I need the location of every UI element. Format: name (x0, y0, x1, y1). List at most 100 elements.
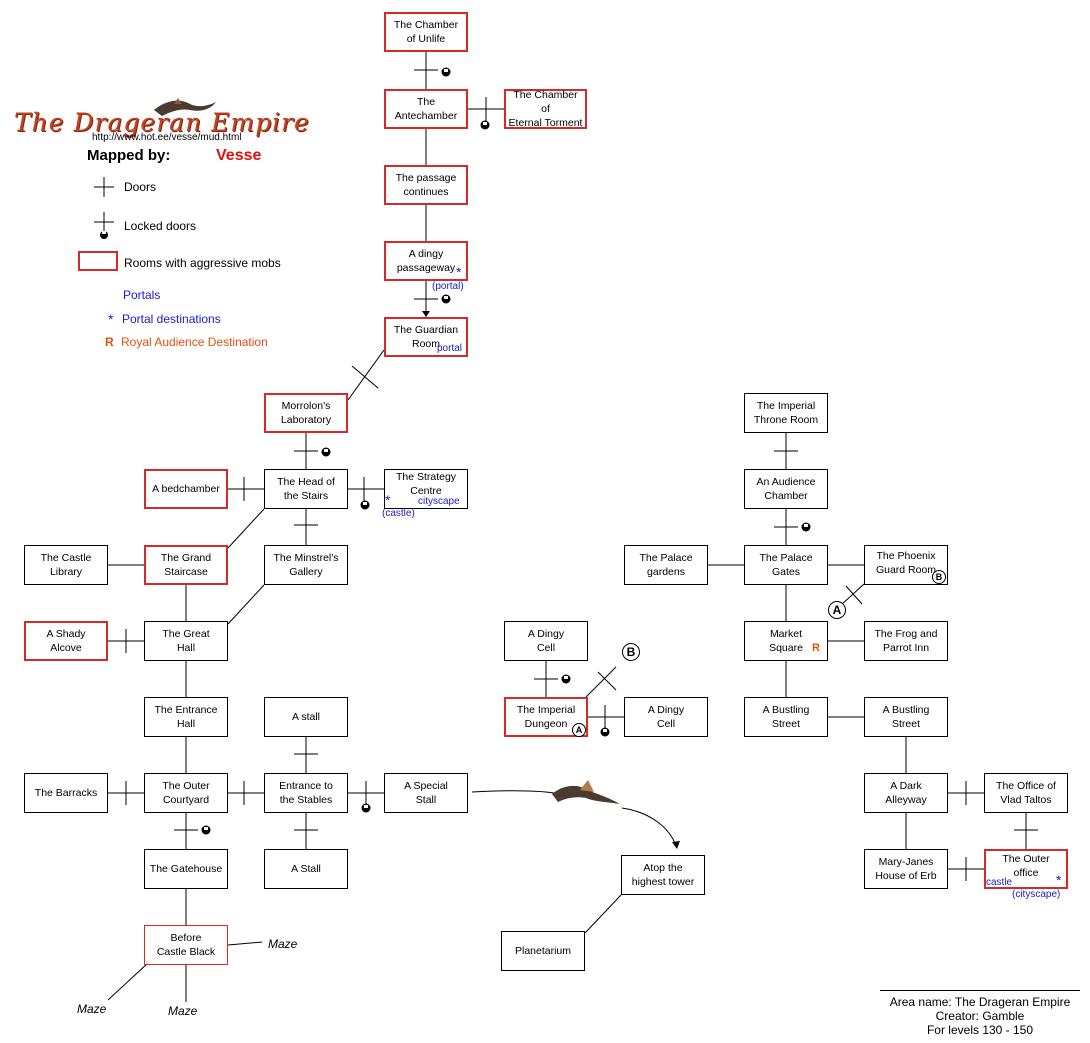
room-vlad-taltos-office[interactable]: The Office of Vlad Taltos (984, 773, 1068, 813)
door-icon (597, 671, 617, 691)
room-palace-gardens[interactable]: The Palace gardens (624, 545, 708, 585)
room-grand-staircase[interactable]: The Grand Staircase (144, 545, 228, 585)
room-antechamber[interactable]: The Antechamber (384, 89, 468, 129)
room-bedchamber[interactable]: A bedchamber (144, 469, 228, 509)
room-dingy-cell-top[interactable]: A Dingy Cell (504, 621, 588, 661)
room-mary-janes[interactable]: Mary-Janes House of Erb (864, 849, 948, 889)
connection-line (347, 349, 385, 401)
lock-icon-shackle (204, 827, 208, 830)
room-dark-alleyway[interactable]: A Dark Alleyway (864, 773, 948, 813)
dragon-icon (552, 780, 620, 804)
area-info: Area name: The Drageran Empire Creator: … (880, 990, 1080, 1037)
room-stall-lower[interactable]: A Stall (264, 849, 348, 889)
maze-exit-southwest: Maze (77, 1002, 107, 1016)
door-icon (351, 365, 379, 389)
portal-label-outer-office-cityscape: (cityscape) (1012, 889, 1061, 900)
room-special-stall[interactable]: A Special Stall (384, 773, 468, 813)
room-castle-library[interactable]: The Castle Library (24, 545, 108, 585)
room-passage-continues[interactable]: The passage continues (384, 165, 468, 205)
legend-aggressive: Rooms with aggressive mobs (124, 256, 281, 270)
room-market-square[interactable]: Market Square (744, 621, 828, 661)
portal-label-strategy-cityscape[interactable]: cityscape (418, 496, 460, 507)
legend-royal: Royal Audience Destination (121, 335, 268, 349)
portal-dest-star-outer-office: * (1056, 872, 1062, 888)
room-morrolon-laboratory[interactable]: Morrolon's Laboratory (264, 393, 348, 433)
room-bustling-street-left[interactable]: A Bustling Street (744, 697, 828, 737)
room-frog-parrot[interactable]: The Frog and Parrot Inn (864, 621, 948, 661)
arrow-head (672, 841, 680, 849)
portal-label-strategy-castle: (castle) (382, 508, 415, 519)
lock-icon-shackle (444, 296, 448, 299)
connection-line (227, 584, 265, 625)
area-name: Area name: The Drageran Empire (889, 995, 1071, 1009)
maze-exit-south: Maze (168, 1004, 198, 1018)
room-barracks[interactable]: The Barracks (24, 773, 108, 813)
mapper-name: Vesse (216, 147, 262, 164)
legend-portal-dest-symbol: * (108, 311, 114, 327)
room-stall-upper[interactable]: A stall (264, 697, 348, 737)
legend-portal-destinations: Portal destinations (122, 312, 221, 326)
room-dingy-cell-right[interactable]: A Dingy Cell (624, 697, 708, 737)
legend-symbols (94, 177, 114, 239)
lock-icon-shackle (324, 449, 328, 452)
room-outer-office[interactable]: The Outer office (984, 849, 1068, 889)
legend-portals: Portals (123, 288, 161, 302)
room-imperial-dungeon[interactable]: The Imperial Dungeon (504, 697, 588, 737)
portal-label-outer-office-castle[interactable]: castle (986, 877, 1013, 888)
connection-line (107, 962, 149, 1001)
legend-royal-symbol: R (105, 335, 114, 349)
mapped-by-label: Mapped by: (87, 147, 171, 164)
room-planetarium[interactable]: Planetarium (501, 931, 585, 971)
room-head-of-stairs[interactable]: The Head of the Stairs (264, 469, 348, 509)
portal-label-passageway: (portal) (432, 281, 464, 292)
room-entrance-hall[interactable]: The Entrance Hall (144, 697, 228, 737)
royal-audience-marker: R (812, 642, 820, 654)
marker-b-phoenix: B (932, 570, 946, 584)
area-levels: For levels 130 - 150 (926, 1023, 1034, 1037)
room-chamber-of-unlife[interactable]: The Chamber of Unlife (384, 12, 468, 52)
connection-line (584, 894, 622, 934)
legend-doors: Doors (124, 180, 157, 194)
room-imperial-throne[interactable]: The Imperial Throne Room (744, 393, 828, 433)
portal-label-guardian[interactable]: portal (437, 343, 463, 354)
room-audience-chamber[interactable]: An Audience Chamber (744, 469, 828, 509)
legend-locked-doors: Locked doors (124, 219, 197, 233)
room-gatehouse[interactable]: The Gatehouse (144, 849, 228, 889)
portal-dest-star-strategy: * (385, 492, 391, 508)
lock-icon-shackle (483, 122, 487, 125)
room-eternal-torment[interactable]: The Chamber of Eternal Torment (504, 89, 587, 129)
legend-aggressive-swatch (78, 251, 118, 271)
marker-a-exit: A (828, 601, 846, 619)
room-dingy-passageway[interactable]: A dingy passageway (384, 241, 468, 281)
connection-line (585, 666, 617, 698)
marker-a-dungeon: A (572, 723, 586, 737)
room-great-hall[interactable]: The Great Hall (144, 621, 228, 661)
room-atop-tower[interactable]: Atop the highest tower (621, 855, 705, 895)
lock-icon-shackle (364, 805, 368, 808)
lock-icon-shackle (603, 729, 607, 732)
dragon-icon (154, 98, 216, 116)
room-outer-courtyard[interactable]: The Outer Courtyard (144, 773, 228, 813)
room-palace-gates[interactable]: The Palace Gates (744, 545, 828, 585)
flight-path (621, 807, 677, 847)
area-creator: Creator: Gamble (935, 1009, 1025, 1023)
room-bustling-street-right[interactable]: A Bustling Street (864, 697, 948, 737)
room-shady-alcove[interactable]: A Shady Alcove (24, 621, 108, 661)
door-icon (845, 585, 863, 605)
lock-icon-shackle (444, 69, 448, 72)
marker-b-exit: B (622, 643, 640, 661)
maze-exit-east: Maze (268, 937, 298, 951)
connection-line (227, 941, 263, 946)
connection-line (227, 508, 265, 549)
room-before-castle-black[interactable]: Before Castle Black (144, 925, 228, 965)
room-strategy-centre[interactable]: The Strategy Centre (384, 469, 468, 509)
room-guardian-room[interactable]: The Guardian Room (384, 317, 468, 357)
lock-icon-shackle (564, 676, 568, 679)
room-minstrel-gallery[interactable]: The Minstrel's Gallery (264, 545, 348, 585)
lock-icon-shackle (363, 502, 367, 505)
room-entrance-stables[interactable]: Entrance to the Stables (264, 773, 348, 813)
website-url[interactable]: http://www.hot.ee/vesse/mud.html (92, 132, 242, 143)
lock-icon-shackle (804, 524, 808, 527)
arrow-head (422, 311, 430, 317)
